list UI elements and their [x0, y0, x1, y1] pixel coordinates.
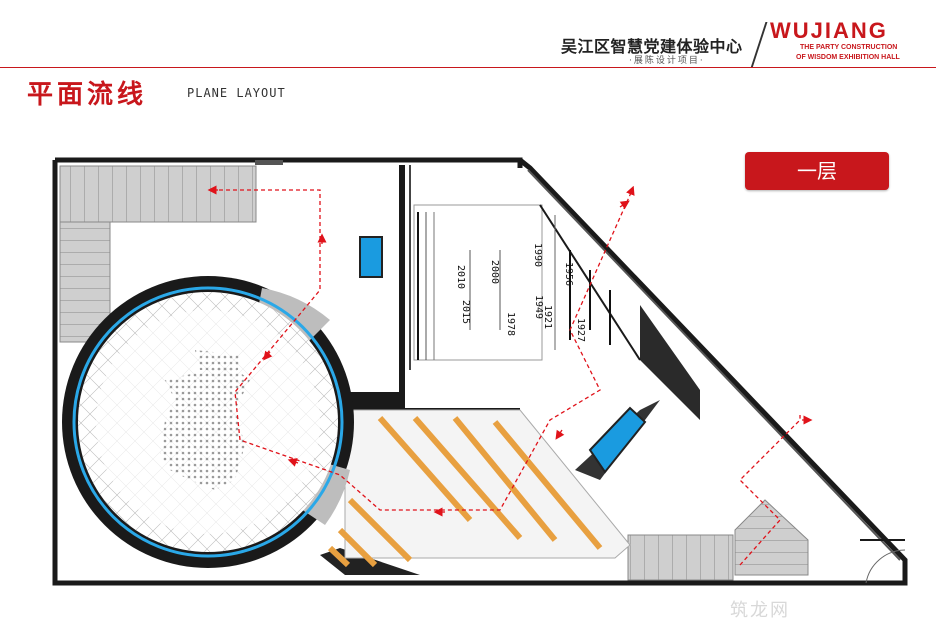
- staircase-top-left: [59, 165, 257, 343]
- brand-subline-2: OF WISDOM EXHIBITION HALL: [796, 54, 900, 61]
- year-2000: 2000: [489, 260, 500, 284]
- year-1990: 1990: [532, 243, 543, 267]
- round-theater: [62, 276, 354, 568]
- page-title: 平面流线: [27, 80, 148, 110]
- year-1921: 1921: [542, 305, 553, 329]
- year-1949: 1949: [533, 295, 544, 319]
- screen-wall-display: [359, 236, 383, 278]
- year-2015: 2015: [460, 300, 471, 324]
- year-1927: 1927: [575, 318, 586, 342]
- staircase-bottom-right: [627, 499, 809, 581]
- project-title-cn: 吴江区智慧党建体验中心: [561, 37, 743, 56]
- brand-subline-1: THE PARTY CONSTRUCTION: [800, 44, 898, 51]
- building-walls: [52, 157, 908, 586]
- display-screens: [359, 236, 647, 474]
- exhibit-benches: [327, 409, 631, 568]
- page-subtitle: PLANE LAYOUT: [187, 86, 286, 100]
- tour-route: [207, 185, 813, 566]
- header: 吴江区智慧党建体验中心 ·展陈设计项目· WUJIANG THE PARTY C…: [0, 0, 936, 110]
- year-2010: 2010: [455, 265, 466, 289]
- project-subtitle-cn: ·展陈设计项目·: [629, 56, 705, 66]
- floor-badge: 一层: [745, 152, 889, 190]
- brand-logo-text: WUJIANG: [770, 18, 888, 43]
- screen-interactive-kiosk: [588, 406, 647, 474]
- timeline-room: 2010 2000 1990 2015 1978 1949 1921 1956 …: [413, 204, 641, 361]
- party-emblem-pattern: [160, 365, 250, 490]
- watermark: 筑龙网: [730, 600, 790, 621]
- header-rule: [0, 67, 936, 68]
- year-1978: 1978: [505, 312, 516, 336]
- year-1956: 1956: [563, 262, 574, 286]
